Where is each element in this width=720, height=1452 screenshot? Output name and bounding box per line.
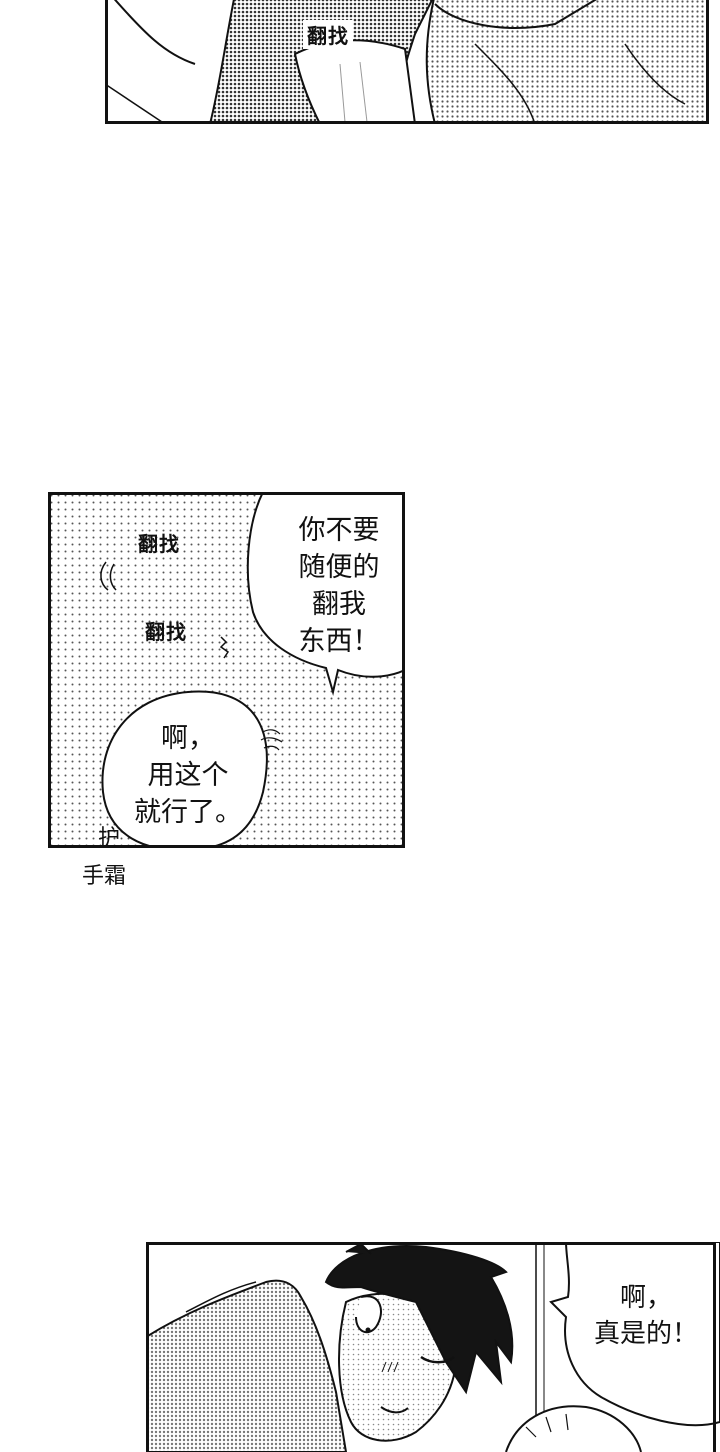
speech-line: 真是的！ (586, 1316, 706, 1352)
item-label-line2: 手霜 (82, 858, 126, 890)
speech-text-left: 啊， 用这个 就行了。 (123, 720, 253, 831)
speech-line: 啊， (586, 1280, 706, 1316)
speech-line: 东西！ (284, 623, 394, 660)
speech-line: 随便的 (284, 549, 394, 586)
speech-text-right: 你不要 随便的 翻我 东西！ (284, 512, 394, 660)
speech-line: 啊， (123, 720, 253, 757)
speech-line: 翻我 (284, 586, 394, 623)
item-label-line1: 护 (98, 820, 120, 852)
sfx-rummage: 翻找 (303, 20, 353, 49)
sfx-rummage-2: 翻找 (145, 616, 187, 645)
panel-top-art (105, 0, 709, 124)
panel-bottom: 啊， 真是的！ (146, 1242, 720, 1452)
sfx-rummage-1: 翻找 (138, 528, 180, 557)
panel-middle: 翻找 翻找 你不要 随便的 翻我 东西！ 啊， 用这个 就行了。 (48, 492, 405, 848)
speech-text-bottom: 啊， 真是的！ (586, 1280, 706, 1352)
speech-line: 用这个 (123, 757, 253, 794)
label-pointer-line (66, 845, 96, 847)
panel-top: 翻找 (105, 0, 709, 124)
speech-line: 就行了。 (123, 794, 253, 831)
speech-line: 你不要 (284, 512, 394, 549)
